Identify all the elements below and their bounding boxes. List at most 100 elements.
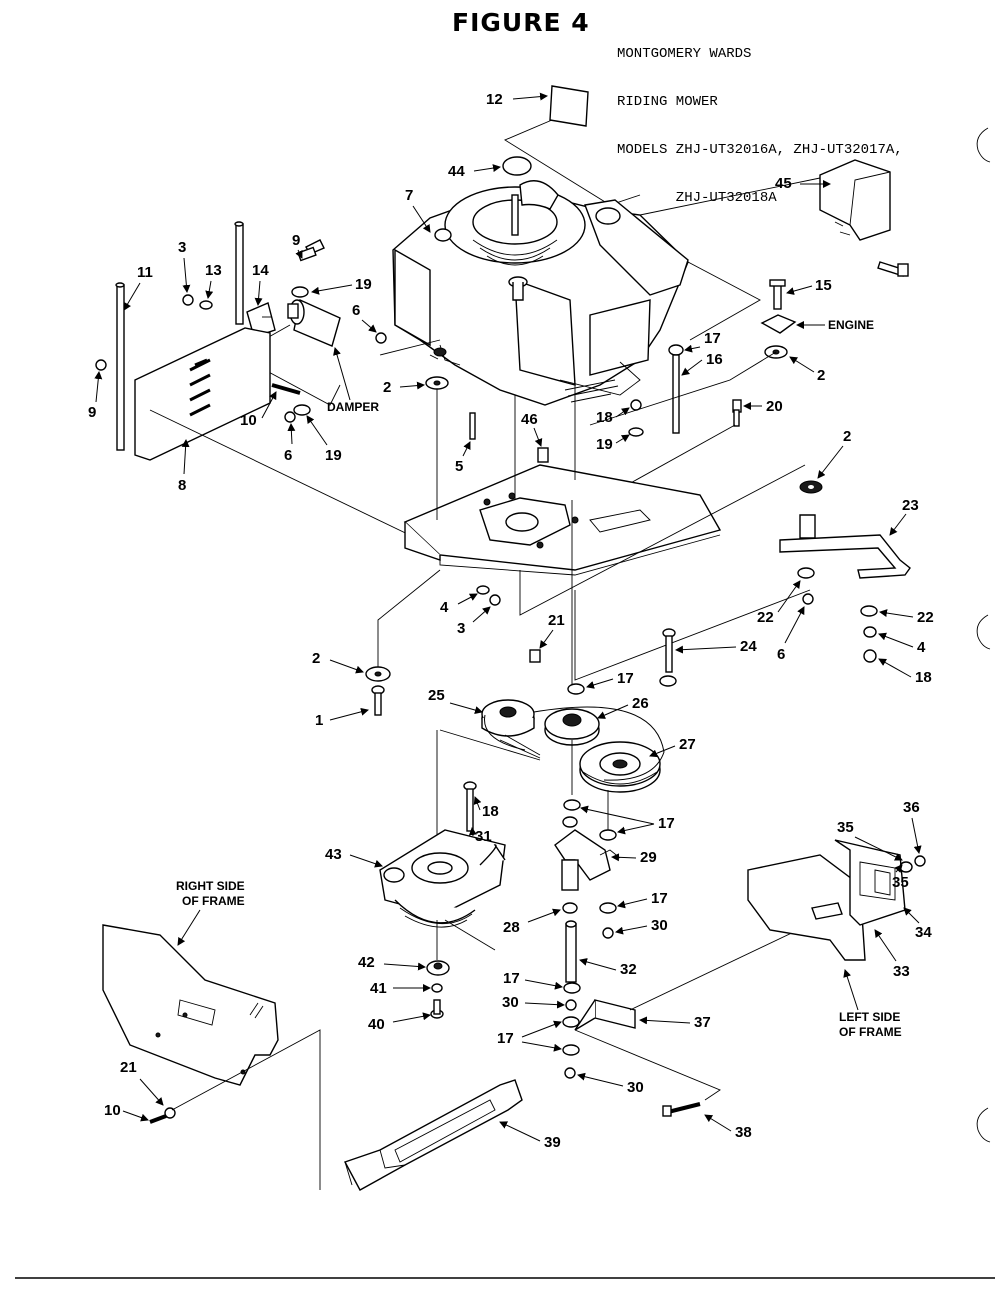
bolt-part-10 [271,383,301,395]
callout-35: 35 [837,819,854,836]
leader-line [171,1029,321,1190]
right-side-label: OF FRAME [182,894,245,908]
leader-line [377,569,441,667]
clutch-part-43 [379,829,506,951]
nut-part-3 [489,594,501,606]
callout-6: 6 [352,302,360,319]
damper [287,299,341,347]
model-info: MONTGOMERY WARDS RIDING MOWER MODELS ZHJ… [617,14,903,238]
callout-33: 33 [893,963,910,980]
bolt-part-24 [662,628,676,673]
bolt-part-9 [95,359,107,371]
callout-10: 10 [240,412,257,429]
callout-32: 32 [620,961,637,978]
panel-part-8 [134,327,271,461]
callout-44: 44 [448,163,465,180]
model-info-line: ZHJ-UT32018A [617,190,777,206]
washer-part-17 [562,1016,580,1028]
model-info-line: RIDING MOWER [617,94,718,110]
rod-part [234,221,244,325]
callout-24: 24 [740,638,757,655]
callout-2: 2 [312,650,320,667]
callout-22: 22 [757,609,774,626]
callout-5: 5 [455,458,463,475]
drive-belt [499,734,541,759]
callout-40: 40 [368,1016,385,1033]
callout-6: 6 [284,447,292,464]
right-frame-panel [102,924,279,1086]
callout-36: 36 [903,799,920,816]
bolt-part-15 [769,279,786,310]
callout-6: 6 [777,646,785,663]
callout-21: 21 [120,1059,137,1076]
callout-14: 14 [252,262,269,279]
washer-part-19 [291,286,309,298]
binder-hole [976,127,991,163]
bolt-part-16 [668,344,684,434]
leader-line [504,119,641,206]
callout-45: 45 [775,175,792,192]
callout-16: 16 [706,351,723,368]
nut-part-30 [602,927,614,939]
nut-part-30 [564,1067,576,1079]
callout-26: 26 [632,695,649,712]
engine-label: ENGINE [828,318,874,332]
washer-part-42 [426,960,450,976]
nut-part-18 [630,399,642,411]
washer-part-4 [863,626,877,638]
callout-30: 30 [651,917,668,934]
callout-39: 39 [544,1134,561,1151]
callout-1: 1 [315,712,323,729]
callout-41: 41 [370,980,387,997]
washer-part-19 [293,404,311,416]
washer-part-35 [899,861,913,873]
washer-part-17 [562,1044,580,1056]
idler-arm-part-29 [554,829,621,891]
callout-17: 17 [503,970,520,987]
pulley-part-25 [481,699,535,737]
callout-25: 25 [428,687,445,704]
shaft-part-32 [565,920,577,983]
washer-part-41 [431,983,443,993]
model-info-line: MONTGOMERY WARDS [617,46,752,62]
pulley-part-26 [544,708,600,746]
damper-label: DAMPER [327,400,379,414]
washer-part-17 [563,982,581,994]
bracket-part-37 [574,999,636,1031]
binder-hole [976,614,991,650]
right-side-label: RIGHT SIDE [176,879,245,893]
callout-4: 4 [440,599,449,616]
callout-19: 19 [355,276,372,293]
callout-11: 11 [137,264,153,281]
washer-part-2 [425,376,449,390]
callout-10: 10 [104,1102,121,1119]
callout-17: 17 [651,890,668,907]
cap-part-44 [502,156,532,176]
left-side-label: OF FRAME [839,1025,902,1039]
engine-tab [760,314,797,334]
callout-2: 2 [843,428,851,445]
leader-line [571,740,609,830]
callout-29: 29 [640,849,657,866]
channel-part-39 [343,1079,523,1191]
leader-line [687,261,761,341]
bracket-part-23 [779,514,911,579]
callout-13: 13 [205,262,222,279]
bolt-part-1 [371,685,385,716]
washer-part-4 [476,585,490,595]
nut-part-6 [802,593,814,605]
leader-line [574,589,811,681]
callout-30: 30 [627,1079,644,1096]
callout-19: 19 [596,436,613,453]
leader-line [574,1029,721,1101]
callout-34: 34 [915,924,932,941]
bolt-part-20 [732,399,742,427]
washer-part-13 [199,300,213,310]
callout-21: 21 [548,612,565,629]
washer-part-22 [860,605,878,617]
nut-part-6 [284,411,296,423]
callout-17: 17 [497,1030,514,1047]
leader-line [639,177,821,216]
callout-9: 9 [292,232,300,249]
washer-part-19 [628,427,644,437]
